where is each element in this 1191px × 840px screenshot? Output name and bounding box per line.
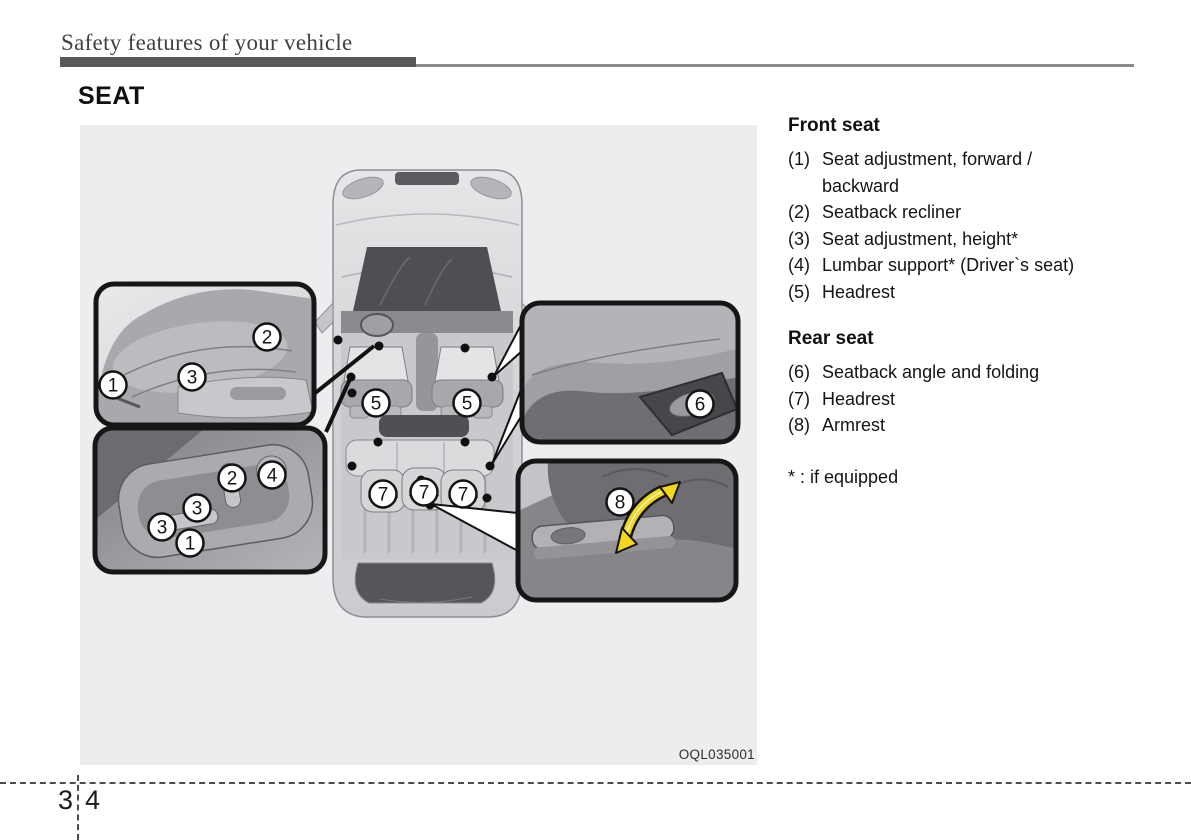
svg-text:2: 2 <box>227 469 238 490</box>
header-rule-thin <box>416 64 1134 67</box>
page-number-page: 4 <box>85 785 101 815</box>
callout-7: 7 <box>409 477 439 507</box>
header-rule-thick <box>60 57 416 67</box>
item-number: (2) <box>788 202 810 222</box>
item-number: (8) <box>788 415 810 435</box>
callout-5: 5 <box>452 388 482 418</box>
svg-text:5: 5 <box>462 394 473 415</box>
rear-floor-mat <box>379 415 469 437</box>
item-text: Armrest <box>822 415 885 435</box>
svg-text:5: 5 <box>371 394 382 415</box>
item-number: (1) <box>788 149 810 169</box>
svg-text:8: 8 <box>615 493 626 514</box>
svg-text:4: 4 <box>267 466 278 487</box>
rear-seat-heading: Rear seat <box>788 328 874 349</box>
list-item: (6) Seatback angle and folding <box>788 359 1098 386</box>
list-item: (7) Headrest <box>788 386 1098 413</box>
crop-mark-horizontal <box>0 782 1191 784</box>
svg-text:7: 7 <box>419 483 430 504</box>
item-text: Lumbar support* (Driver`s seat) <box>822 255 1075 275</box>
page-number-chapter: 3 <box>57 785 73 815</box>
windshield <box>353 247 501 311</box>
item-text: Seatback angle and folding <box>822 362 1040 382</box>
item-number: (5) <box>788 281 810 302</box>
callout-8: 8 <box>605 487 635 517</box>
steering-wheel <box>360 313 394 337</box>
item-text: Headrest <box>822 281 896 302</box>
callout-6: 6 <box>685 389 715 419</box>
leader-lines <box>312 322 523 553</box>
svg-text:1: 1 <box>108 376 119 397</box>
rear-window <box>354 562 496 604</box>
item-text: Seat adjustment, height* <box>822 228 1019 249</box>
callout-7: 7 <box>368 479 398 509</box>
headlight-left <box>342 176 384 200</box>
list-item: (1) Seat adjustment, forward / backward <box>788 146 1098 199</box>
callout-1: 1 <box>98 370 128 400</box>
chapter-title: Safety features of your vehicle <box>61 30 353 55</box>
list-item: (8) Armrest <box>788 412 1098 439</box>
list-item: (4) Lumbar support* (Driver`s seat) <box>788 252 1098 279</box>
fold-arrow-icon <box>615 481 681 554</box>
callout-3: 3 <box>182 493 212 523</box>
item-text: Headrest <box>822 388 896 409</box>
crop-mark-vertical <box>77 775 79 840</box>
svg-text:3: 3 <box>157 518 168 539</box>
callout-7: 7 <box>448 479 478 509</box>
inset-rear-armrest <box>515 458 739 603</box>
inset-front-seat-side <box>93 281 317 428</box>
inset-rear-seat-lever <box>519 300 741 445</box>
callout-3: 3 <box>147 512 177 542</box>
list-item: (2) Seatback recliner <box>788 199 1098 226</box>
side-mirror-left <box>314 301 334 334</box>
item-number: (3) <box>788 228 810 249</box>
front-seat-heading: Front seat <box>788 115 880 136</box>
item-text: Seatback recliner <box>822 202 962 222</box>
inset-seat-controls <box>92 425 328 575</box>
item-number: (4) <box>788 255 810 275</box>
callout-2: 2 <box>217 463 247 493</box>
page-title: SEAT <box>78 82 145 110</box>
svg-text:3: 3 <box>187 368 198 389</box>
svg-text:3: 3 <box>192 499 203 520</box>
callout-4: 4 <box>257 460 287 490</box>
list-item: (3) Seat adjustment, height* <box>788 226 1098 253</box>
svg-text:1: 1 <box>185 534 196 555</box>
callout-5: 5 <box>361 388 391 418</box>
seat-diagram: 5 5 7 7 7 1 3 2 2 4 <box>80 125 757 765</box>
item-number: (7) <box>788 388 810 409</box>
headlight-right <box>470 176 512 200</box>
item-number: (6) <box>788 362 810 382</box>
callout-2: 2 <box>252 322 282 352</box>
figure-code: OQL035001 <box>678 747 755 762</box>
sunroof <box>395 172 459 185</box>
callouts: 5 5 7 7 7 1 3 2 2 4 <box>98 322 715 558</box>
callout-1: 1 <box>175 528 205 558</box>
seat-diagram-svg: 5 5 7 7 7 1 3 2 2 4 <box>92 169 741 618</box>
feature-list-column: Front seat (1) Seat adjustment, forward … <box>788 114 1098 488</box>
callout-3: 3 <box>177 362 207 392</box>
item-text: Seat adjustment, forward / backward <box>822 149 1033 196</box>
svg-text:2: 2 <box>262 328 273 349</box>
footnote-if-equipped: * : if equipped <box>788 466 899 487</box>
svg-text:7: 7 <box>458 485 469 506</box>
leader-dots <box>333 335 497 510</box>
svg-text:7: 7 <box>378 485 389 506</box>
svg-text:6: 6 <box>695 395 706 416</box>
list-item: (5) Headrest <box>788 279 1098 306</box>
